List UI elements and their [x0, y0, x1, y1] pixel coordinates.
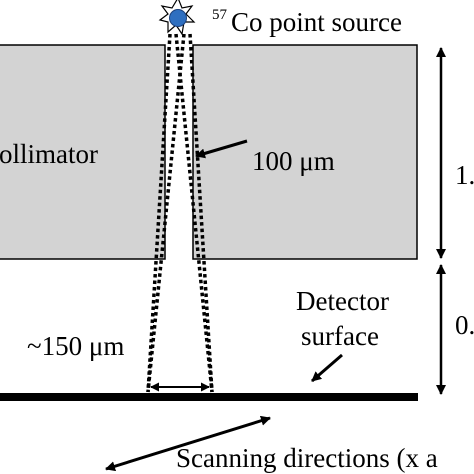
beam-line-left-inner [174, 33, 214, 393]
scanning-direction-arrow [105, 415, 271, 472]
beam-cone [146, 33, 214, 393]
slit-width-pointer-arrow [195, 139, 248, 159]
slit-width-label: 100 μm [252, 146, 335, 176]
point-source-icon [158, 0, 196, 36]
detector-label-line2: surface [301, 321, 379, 351]
beam-line-left-outer [146, 33, 172, 393]
upper-dimension-label: 1. [455, 160, 474, 190]
lower-dimension-label: 0. [455, 310, 474, 340]
beam-line-right-outer [188, 33, 214, 393]
isotope-mass-number: 57 [212, 7, 228, 23]
beam-line-right-inner [146, 33, 186, 393]
collimator-left-block [0, 44, 166, 260]
detector-pointer-arrow [311, 353, 343, 383]
collimator-label: ollimator [0, 139, 98, 169]
collimator-right-block [192, 44, 418, 260]
source-label: Co point source [231, 7, 402, 37]
detector-label-line1: Detector [296, 286, 389, 316]
beam-spot-label: ~150 μm [27, 331, 124, 361]
scanning-directions-label: Scanning directions (x a [176, 443, 438, 473]
